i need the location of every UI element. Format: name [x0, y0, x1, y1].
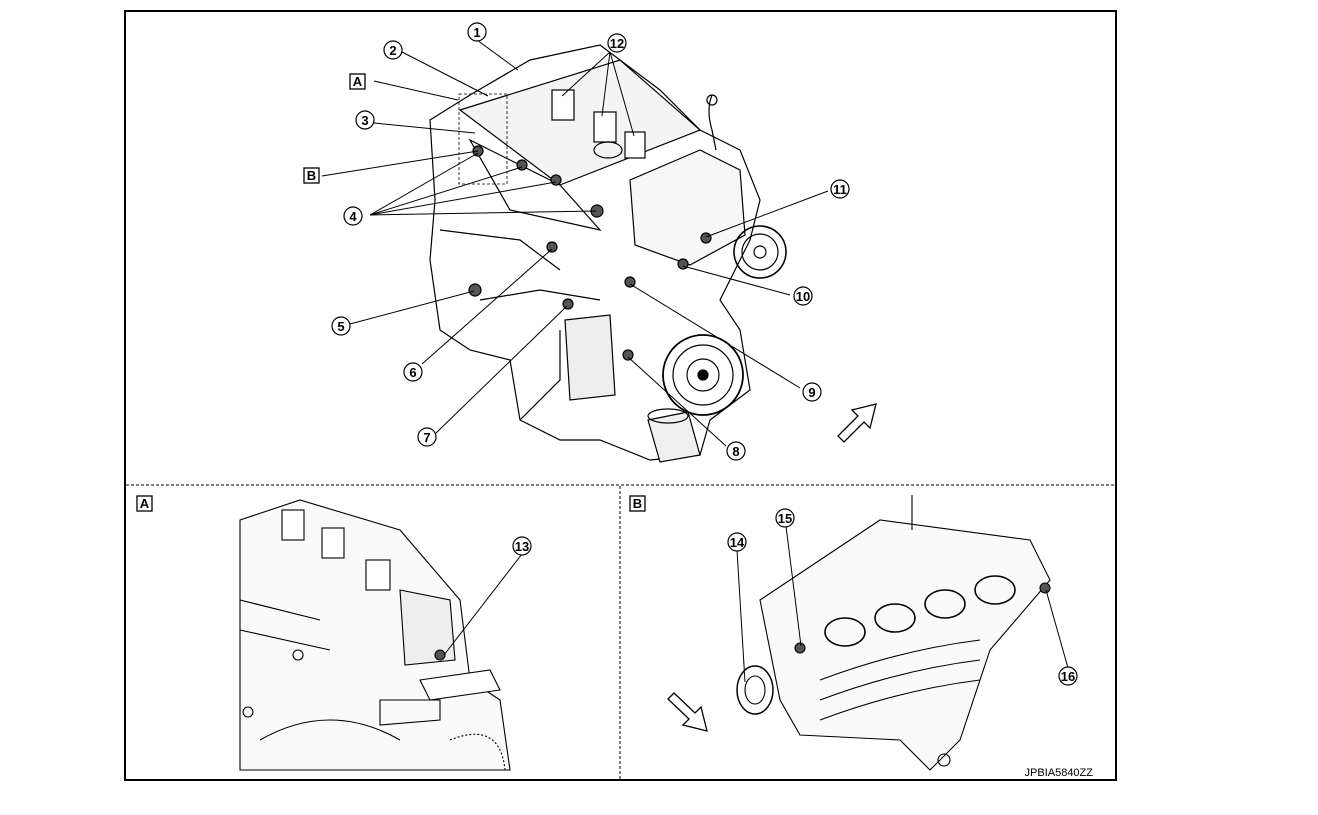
figure-code: JPBIA5840ZZ [1025, 767, 1094, 779]
view-tag-a-box [349, 73, 366, 90]
callout-13-circle [512, 536, 532, 556]
main-callout-circles [331, 22, 850, 461]
callout-15: 15 [778, 511, 792, 526]
view-b-illustration [736, 495, 1051, 771]
view-a-label-box [136, 495, 153, 512]
leader-15 [785, 525, 802, 647]
view-tag-b-box [303, 167, 320, 184]
callout-15-circle [775, 508, 795, 528]
callout-4: 4 [349, 209, 357, 224]
front-direction-arrow [837, 403, 877, 443]
callout-1: 1 [473, 25, 480, 40]
callout-16: 16 [1061, 669, 1075, 684]
callout-7: 7 [423, 430, 430, 445]
view-tag-a-main: A [353, 74, 363, 89]
view-b-direction-arrow [667, 692, 708, 732]
callout-12: 12 [610, 36, 624, 51]
view-tag-b-main: B [307, 168, 316, 183]
callout-14: 14 [730, 535, 745, 550]
view-a-label: A [140, 496, 150, 511]
callout-3: 3 [361, 113, 368, 128]
main-leader-lines [321, 39, 829, 447]
leader-14 [736, 549, 746, 683]
callout-8: 8 [732, 444, 739, 459]
callout-14-circle [727, 532, 747, 552]
callout-11: 11 [833, 182, 847, 197]
callout-5: 5 [337, 319, 344, 334]
leader-16 [1045, 589, 1069, 669]
diagram-frame [124, 10, 1117, 781]
callout-13: 13 [515, 539, 529, 554]
view-a-illustration [239, 499, 511, 771]
view-b-label-box [629, 495, 646, 512]
callout-16-circle [1058, 666, 1078, 686]
leader-13 [443, 553, 523, 656]
callout-2: 2 [389, 43, 396, 58]
callout-6: 6 [409, 365, 416, 380]
view-b-label: B [633, 496, 642, 511]
callout-9: 9 [808, 385, 815, 400]
callout-10: 10 [796, 289, 810, 304]
engine-illustration [429, 44, 787, 463]
